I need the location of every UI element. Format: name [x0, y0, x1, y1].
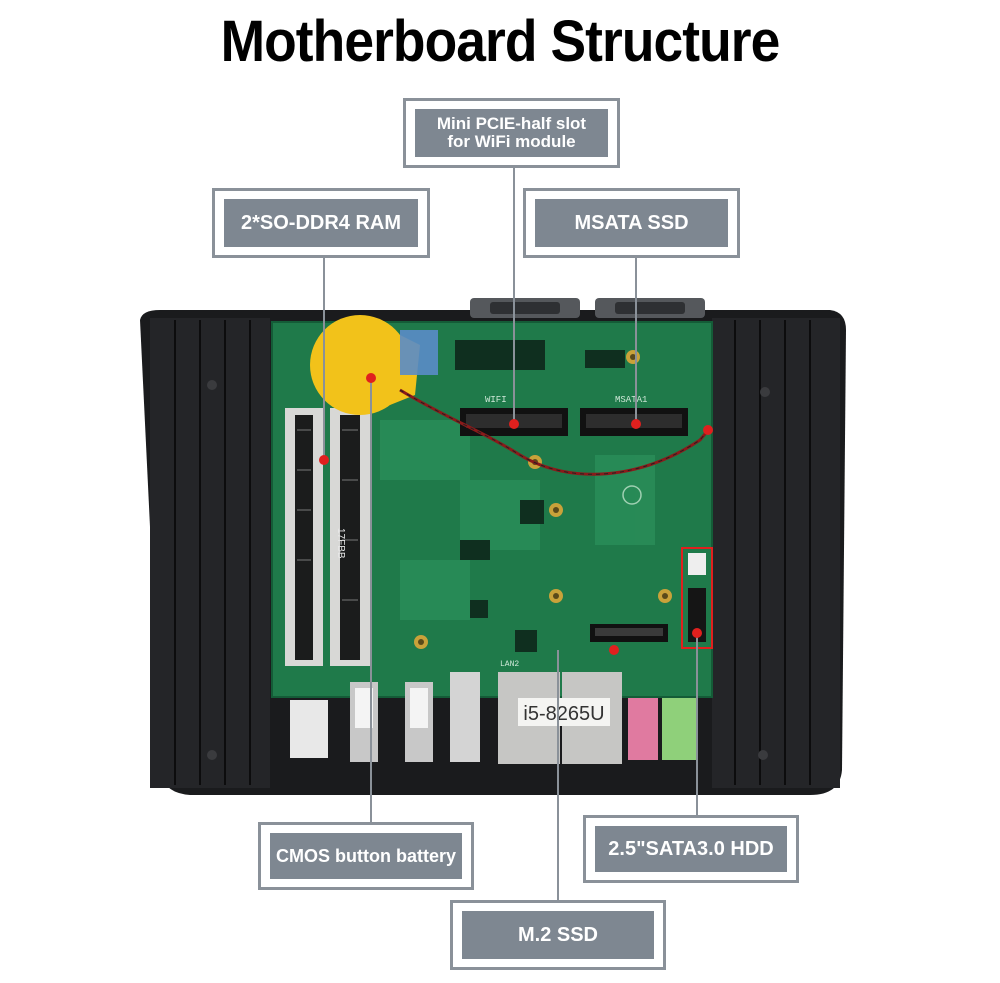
lan-label: LAN2 [500, 660, 519, 669]
motherboard-pcb: 17FBB WIFI MSATA1 [271, 315, 713, 698]
callout-sata-label: 2.5"SATA3.0 HDD [595, 826, 787, 872]
callout-m2-label: M.2 SSD [462, 911, 654, 959]
ram-label: 17FBB [335, 528, 346, 559]
callout-sata: 2.5"SATA3.0 HDD [583, 815, 799, 883]
callout-cmos: CMOS button battery [258, 822, 474, 890]
slot-label-wifi: WIFI [485, 395, 507, 405]
callout-ram-label: 2*SO-DDR4 RAM [224, 199, 418, 247]
callout-mini-pcie-label: Mini PCIE-half slot for WiFi module [415, 109, 608, 157]
slot-label-msata: MSATA1 [615, 395, 647, 405]
leader-lines [323, 168, 698, 900]
cmos-battery [310, 315, 438, 415]
callout-mini-pcie: Mini PCIE-half slot for WiFi module [403, 98, 620, 168]
callout-msata-label: MSATA SSD [535, 199, 728, 247]
ram-slots: 17FBB [285, 408, 370, 666]
m2-slot [590, 624, 668, 642]
callout-msata: MSATA SSD [523, 188, 740, 258]
marker-dots [319, 373, 713, 655]
callout-ram: 2*SO-DDR4 RAM [212, 188, 430, 258]
cpu-label: i5-8265U [523, 703, 604, 725]
page-title: Motherboard Structure [220, 9, 781, 74]
callout-m2: M.2 SSD [450, 900, 666, 970]
callout-cmos-label: CMOS button battery [270, 833, 462, 879]
rear-io: i5-8265U LAN2 [290, 660, 696, 764]
